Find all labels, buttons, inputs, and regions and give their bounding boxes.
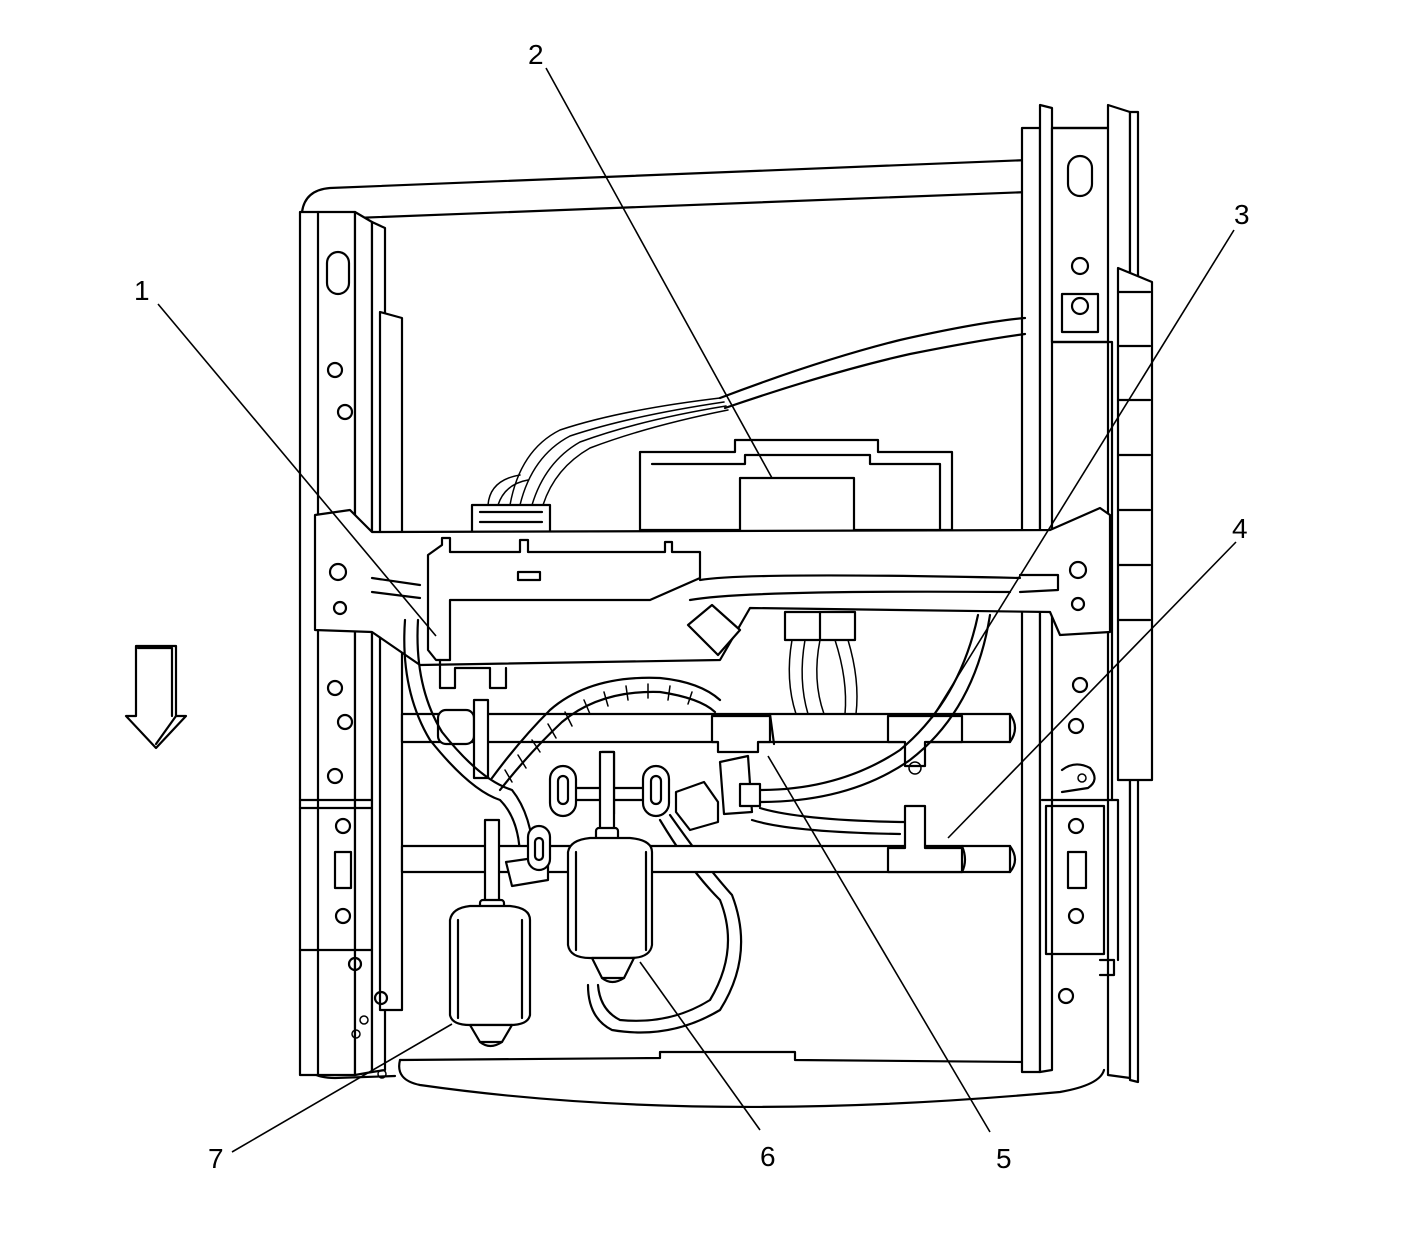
callout-7: 7 <box>208 1143 224 1174</box>
callout-labels: 1 2 3 4 5 6 7 <box>134 39 1250 1174</box>
cross-bracket <box>313 506 1112 667</box>
leader-2 <box>545 67 773 479</box>
leader-3 <box>931 229 1235 719</box>
lower-rod <box>400 804 1017 888</box>
harness-connector <box>426 536 702 690</box>
leader-4 <box>947 541 1237 839</box>
upper-rod <box>400 698 1017 780</box>
left-seat-track <box>298 210 404 1079</box>
seat-module <box>638 438 954 536</box>
callout-3: 3 <box>1234 199 1250 230</box>
down-arrow-icon <box>124 644 188 750</box>
leader-6 <box>639 961 761 1131</box>
wiring-harness <box>470 316 1027 537</box>
leader-lines <box>157 67 1237 1153</box>
wrapped-hose <box>490 676 722 792</box>
leader-1 <box>157 303 437 637</box>
right-seat-track <box>1020 103 1154 1084</box>
pump-motor-7 <box>448 818 532 1048</box>
callout-6: 6 <box>760 1141 776 1172</box>
leader-7 <box>231 1023 453 1153</box>
pump-connector <box>686 603 858 715</box>
callout-5: 5 <box>996 1143 1012 1174</box>
callout-2: 2 <box>528 39 544 70</box>
middle-rod <box>548 750 762 832</box>
callout-1: 1 <box>134 275 150 306</box>
seat-frame <box>300 158 1106 1109</box>
callout-4: 4 <box>1232 513 1248 544</box>
leader-5 <box>767 755 991 1133</box>
pump-motor-6 <box>566 750 654 984</box>
